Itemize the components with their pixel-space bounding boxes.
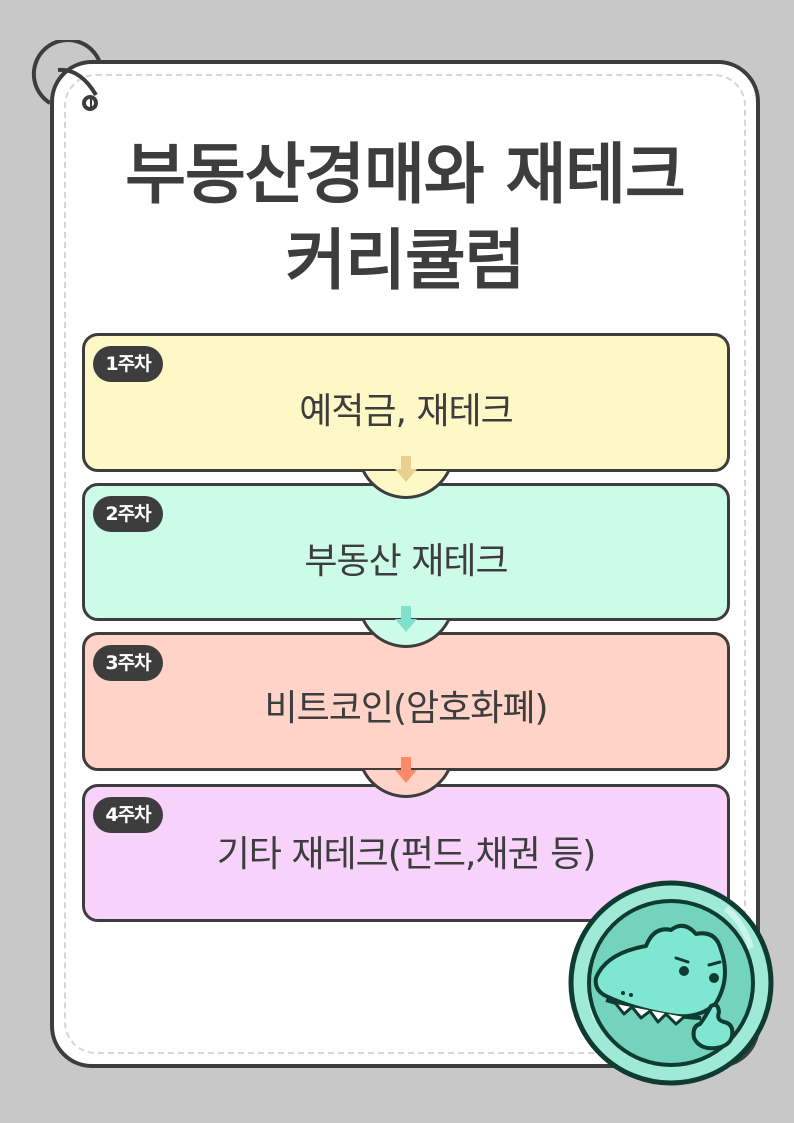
page-title-line1: 부동산경매와 재테크 [125,136,685,213]
week-topic: 기타 재테크(펀드,채권 등) [216,834,597,875]
week-topic: 부동산 재테크 [304,541,508,582]
page-title-line2: 커리큘럼 [285,222,526,299]
binder-ring-front-icon [57,67,98,97]
week-card-2: 2주차 부동산 재테크 [82,483,730,621]
down-arrow-icon [395,757,417,783]
week-badge: 4주차 [93,797,163,833]
week-badge: 3주차 [93,645,163,681]
week-badge: 2주차 [93,496,163,532]
down-arrow-icon [395,606,417,632]
binder-hole-icon [82,95,98,111]
dashed-inner-border [64,74,746,1054]
crocodile-thumbs-up-coin-icon [568,880,774,1086]
week-badge: 1주차 [93,346,163,382]
down-arrow-icon [395,456,417,482]
week-card-1: 1주차 예적금, 재테크 [82,333,730,472]
week-topic: 비트코인(암호화폐) [264,688,548,729]
week-topic: 예적금, 재테크 [299,391,514,432]
